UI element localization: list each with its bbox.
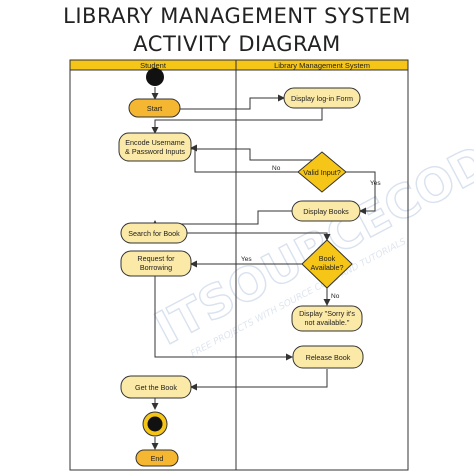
edge-start-to-login [180, 94, 285, 110]
end-label: End [151, 454, 164, 463]
display-books-label: Display Books [303, 207, 349, 216]
valid-input-decision [297, 151, 347, 193]
get-book-label: Get the Book [135, 383, 177, 392]
start-node [128, 98, 181, 118]
swimlanes: Student Library Management System [69, 59, 409, 471]
guard-valid-yes: Yes [370, 180, 381, 187]
lane-label-student: Student [140, 61, 167, 70]
display-login-node [283, 87, 361, 109]
final-node [142, 411, 168, 437]
encode-label-line1: Encode Username [125, 138, 185, 147]
display-books-node [291, 200, 361, 222]
initial-node [146, 68, 164, 86]
book-available-label-line2: Available? [310, 263, 343, 272]
edge-valid-no [190, 144, 298, 173]
book-available-decision [301, 239, 353, 289]
release-book-node [292, 345, 364, 369]
edge-books-to-search [151, 210, 292, 227]
edge-request-to-release [154, 275, 293, 361]
request-borrowing-node [120, 250, 192, 277]
guard-available-no: No [331, 293, 340, 300]
not-available-label-line2: not available." [305, 318, 350, 327]
request-label-line2: Borrowing [140, 263, 172, 272]
edge-login-to-encode [151, 107, 323, 134]
edge-encode-to-valid [190, 148, 326, 161]
not-available-label-line1: Display "Sorry it's [299, 309, 355, 318]
not-available-node [291, 305, 363, 332]
search-book-node [120, 222, 188, 244]
diagram-title-line1: LIBRARY MANAGEMENT SYSTEM [63, 4, 411, 28]
display-login-label: Display log-in Form [291, 94, 353, 103]
edge-search-to-available [187, 232, 331, 241]
book-available-label-line1: Book [319, 254, 336, 263]
end-node [135, 449, 179, 467]
start-label: Start [147, 104, 162, 113]
lane-label-system: Library Management System [274, 61, 370, 70]
encode-inputs-node [118, 132, 192, 162]
edge-valid-yes [346, 171, 376, 215]
edges [151, 87, 376, 450]
valid-input-label: Valid Input? [303, 168, 340, 177]
search-book-label: Search for Book [128, 229, 180, 238]
request-label-line1: Request for [137, 254, 175, 263]
diagram-title-line2: ACTIVITY DIAGRAM [133, 32, 341, 56]
guard-valid-no: No [272, 165, 281, 172]
get-book-node [120, 375, 192, 399]
encode-label-line2: & Password Inputs [125, 147, 185, 156]
release-book-label: Release Book [306, 353, 351, 362]
guard-available-yes: Yes [241, 256, 252, 263]
edge-release-to-get [190, 369, 328, 391]
